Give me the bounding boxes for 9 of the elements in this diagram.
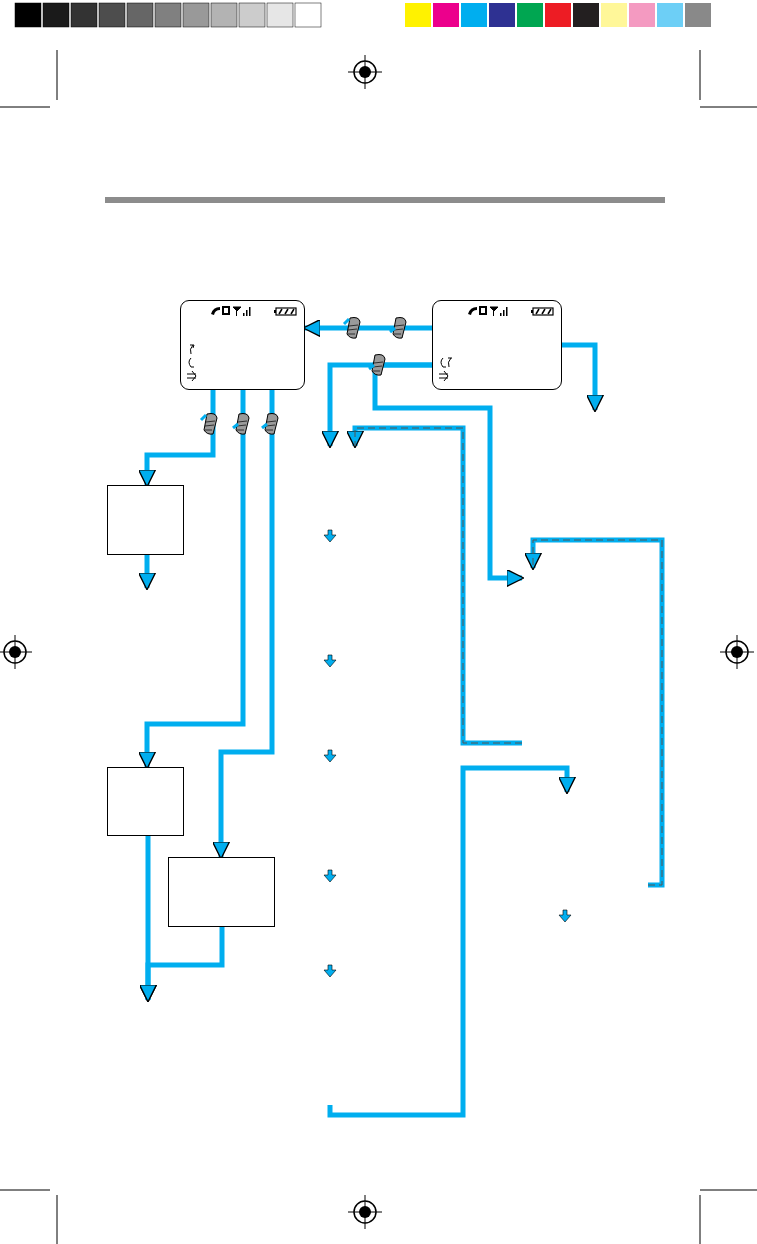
empty-box — [107, 767, 184, 836]
phone-screen — [432, 300, 562, 390]
phone-screen — [180, 300, 305, 390]
arrow — [138, 927, 225, 1003]
arrow — [372, 362, 525, 588]
empty-box — [168, 857, 275, 927]
arrow — [137, 555, 157, 591]
arrow — [562, 342, 605, 413]
empty-box — [107, 485, 184, 555]
